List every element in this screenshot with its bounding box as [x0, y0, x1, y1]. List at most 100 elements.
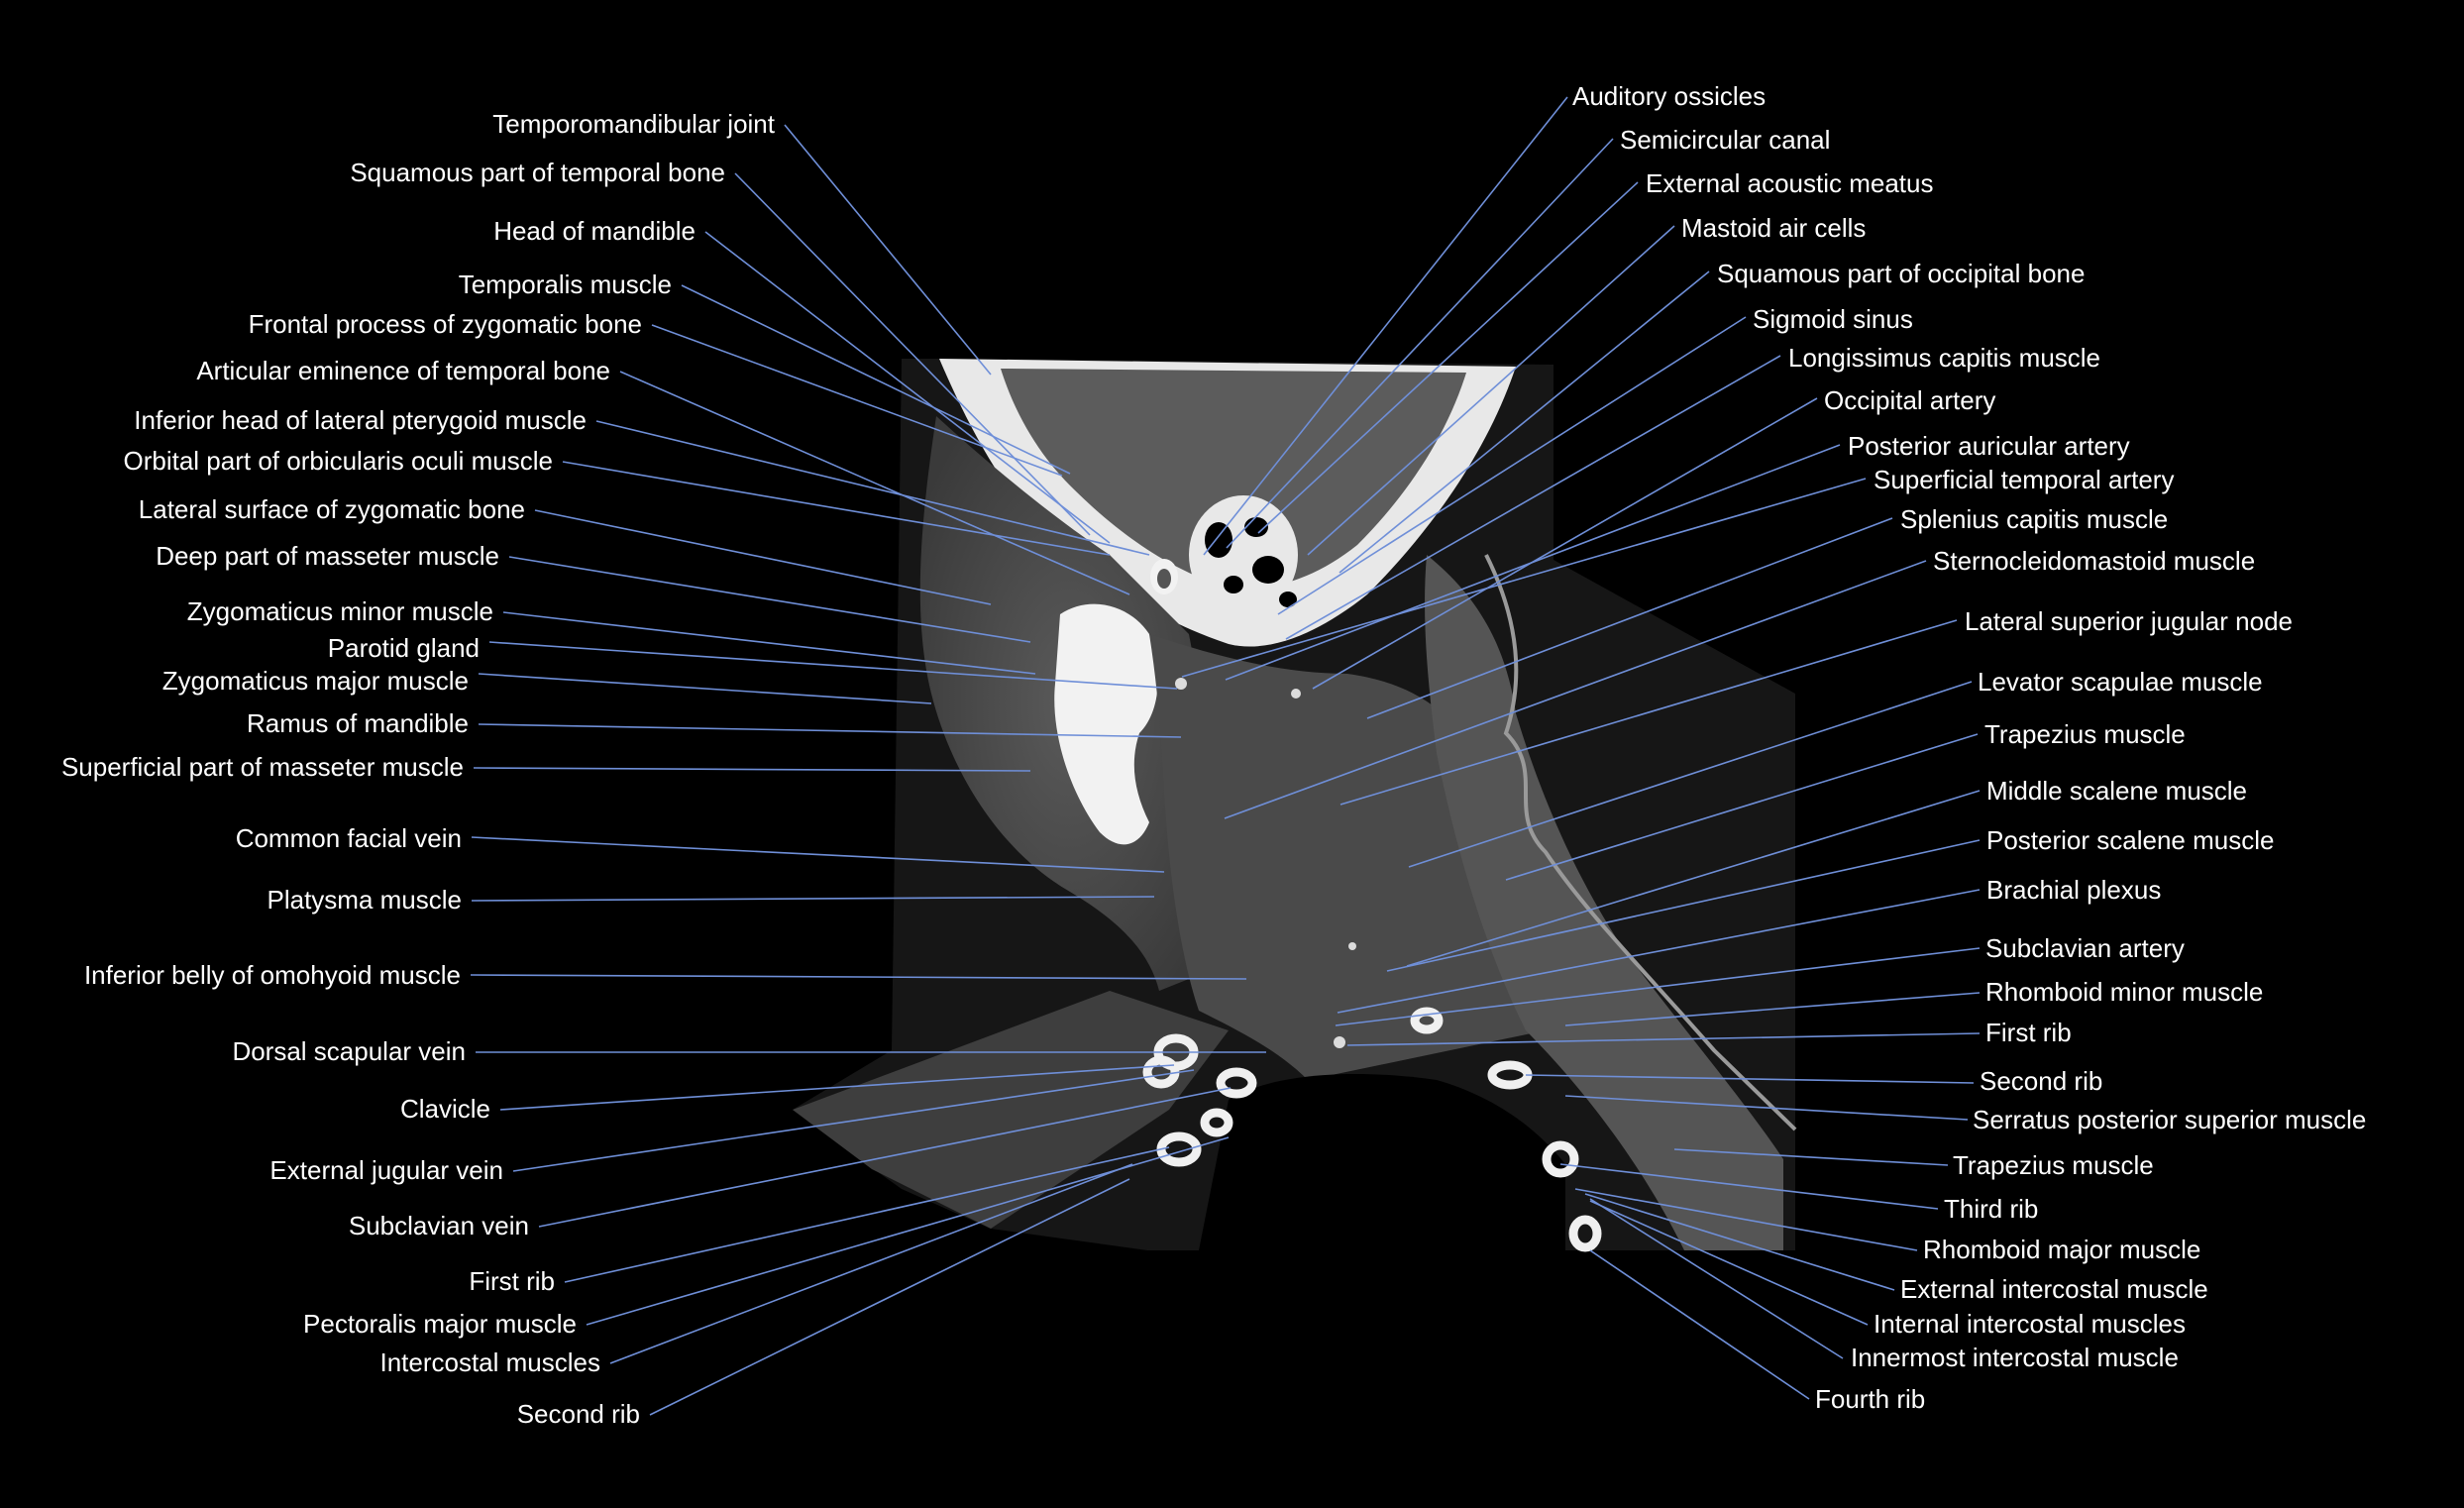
mastoid-region — [1150, 495, 1298, 614]
leader-line — [784, 124, 992, 376]
label-occipital-artery: Occipital artery — [1824, 385, 1995, 415]
leader-line — [562, 461, 1111, 556]
label-third-rib: Third rib — [1944, 1194, 2038, 1224]
leader-line — [1589, 1249, 1810, 1400]
leader-line — [1673, 1148, 1949, 1166]
label-zygomaticus-minor: Zygomaticus minor muscle — [187, 596, 493, 626]
leader-line — [471, 896, 1155, 902]
leader-line — [1181, 478, 1867, 678]
labels-right: Auditory ossicles Semicircular canal Ext… — [1572, 81, 2366, 1414]
label-brachial-plexus: Brachial plexus — [1986, 875, 2161, 905]
leader-line — [1339, 270, 1710, 574]
leader-line — [1559, 1163, 1939, 1210]
label-deep-masseter: Deep part of masseter muscle — [156, 541, 499, 571]
leader-line — [1337, 889, 1981, 1014]
label-inferior-head-lateral-pterygoid: Inferior head of lateral pterygoid muscl… — [134, 405, 587, 435]
label-parotid-gland: Parotid gland — [328, 633, 480, 663]
labels-left: Temporomandibular joint Squamous part of… — [61, 109, 776, 1429]
leader-line — [1285, 355, 1781, 640]
label-auditory-ossicles: Auditory ossicles — [1572, 81, 1766, 111]
leader-line — [704, 231, 1111, 544]
label-internal-intercostal: Internal intercostal muscles — [1874, 1309, 2186, 1339]
leader-line — [1564, 1095, 1969, 1121]
leader-line — [595, 420, 1150, 556]
label-innermost-intercostal: Innermost intercostal muscle — [1851, 1343, 2179, 1372]
label-second-rib-right: Second rib — [1980, 1066, 2102, 1096]
label-superficial-temporal-artery: Superficial temporal artery — [1874, 465, 2174, 494]
mandible-bone — [1054, 603, 1158, 845]
label-temporalis-muscle: Temporalis muscle — [459, 269, 672, 299]
leader-line — [1386, 839, 1981, 972]
leader-line — [649, 1178, 1130, 1416]
leader-line — [681, 284, 1071, 475]
label-sigmoid-sinus: Sigmoid sinus — [1753, 304, 1913, 334]
label-superficial-masseter: Superficial part of masseter muscle — [61, 752, 464, 782]
leader-line — [1366, 517, 1893, 719]
leader-line — [538, 1087, 1232, 1228]
label-lateral-superior-jugular-node: Lateral superior jugular node — [1965, 606, 2293, 636]
leader-lines — [470, 96, 1981, 1416]
leader-line — [1408, 681, 1973, 868]
label-ramus-of-mandible: Ramus of mandible — [247, 708, 469, 738]
leader-line — [1226, 138, 1614, 549]
label-orbicularis-oculi: Orbital part of orbicularis oculi muscle — [124, 446, 554, 476]
label-squamous-temporal-bone: Squamous part of temporal bone — [350, 158, 725, 187]
label-rhomboid-major: Rhomboid major muscle — [1923, 1235, 2200, 1264]
leader-line — [609, 1163, 1133, 1364]
leader-line — [1203, 96, 1568, 556]
label-trapezius-lower: Trapezius muscle — [1953, 1150, 2154, 1180]
leader-line — [1574, 1188, 1918, 1251]
label-trapezius-upper: Trapezius muscle — [1984, 719, 2186, 749]
leader-line — [473, 767, 1031, 772]
leader-line — [1406, 790, 1981, 967]
neck-skin — [1484, 554, 1797, 1131]
label-clavicle: Clavicle — [400, 1094, 490, 1124]
label-levator-scapulae: Levator scapulae muscle — [1978, 667, 2263, 697]
label-articular-eminence: Articular eminence of temporal bone — [196, 356, 610, 385]
leader-line — [478, 723, 1182, 738]
leader-line — [1525, 1074, 1975, 1084]
label-posterior-scalene: Posterior scalene muscle — [1986, 825, 2274, 855]
leader-line — [1307, 225, 1675, 556]
leader-line — [1225, 444, 1841, 681]
leader-line — [1589, 1200, 1869, 1326]
leader-line — [1277, 316, 1747, 615]
leader-line — [1505, 733, 1979, 881]
label-omohyoid: Inferior belly of omohyoid muscle — [84, 960, 461, 990]
leader-line — [534, 509, 992, 605]
label-subclavian-vein: Subclavian vein — [349, 1211, 529, 1240]
leader-line — [651, 324, 1063, 477]
label-first-rib-left: First rib — [469, 1266, 555, 1296]
leader-line — [1335, 947, 1981, 1026]
leader-line — [1564, 992, 1981, 1026]
label-squamous-occipital-bone: Squamous part of occipital bone — [1717, 259, 2085, 288]
leader-line — [499, 1064, 1175, 1111]
leader-line — [564, 1146, 1170, 1283]
leader-line — [1312, 397, 1818, 690]
leader-line — [470, 974, 1247, 980]
label-longissimus-capitis: Longissimus capitis muscle — [1788, 343, 2100, 373]
label-external-jugular-vein: External jugular vein — [269, 1155, 503, 1185]
leader-line — [1346, 1032, 1981, 1046]
label-platysma: Platysma muscle — [268, 885, 463, 915]
leader-line — [488, 641, 1178, 690]
label-common-facial-vein: Common facial vein — [236, 823, 462, 853]
label-intercostal-muscles: Intercostal muscles — [379, 1347, 600, 1377]
shoulder-band — [793, 991, 1229, 1229]
label-external-acoustic-meatus: External acoustic meatus — [1646, 168, 1933, 198]
leader-line — [471, 836, 1165, 873]
leader-line — [1224, 560, 1927, 819]
label-splenius-capitis: Splenius capitis muscle — [1900, 504, 2168, 534]
label-second-rib-left: Second rib — [517, 1399, 640, 1429]
label-sternocleidomastoid: Sternocleidomastoid muscle — [1933, 546, 2255, 576]
label-rhomboid-minor: Rhomboid minor muscle — [1985, 977, 2263, 1007]
leader-line — [1584, 1193, 1895, 1291]
label-dorsal-scapular-vein: Dorsal scapular vein — [232, 1036, 466, 1066]
label-pectoralis-major: Pectoralis major muscle — [303, 1309, 577, 1339]
label-subclavian-artery: Subclavian artery — [1985, 933, 2185, 963]
label-zygomaticus-major: Zygomaticus major muscle — [162, 666, 469, 696]
label-fourth-rib: Fourth rib — [1815, 1384, 1925, 1414]
brain-area — [1001, 369, 1466, 589]
label-posterior-auricular-artery: Posterior auricular artery — [1848, 431, 2130, 461]
